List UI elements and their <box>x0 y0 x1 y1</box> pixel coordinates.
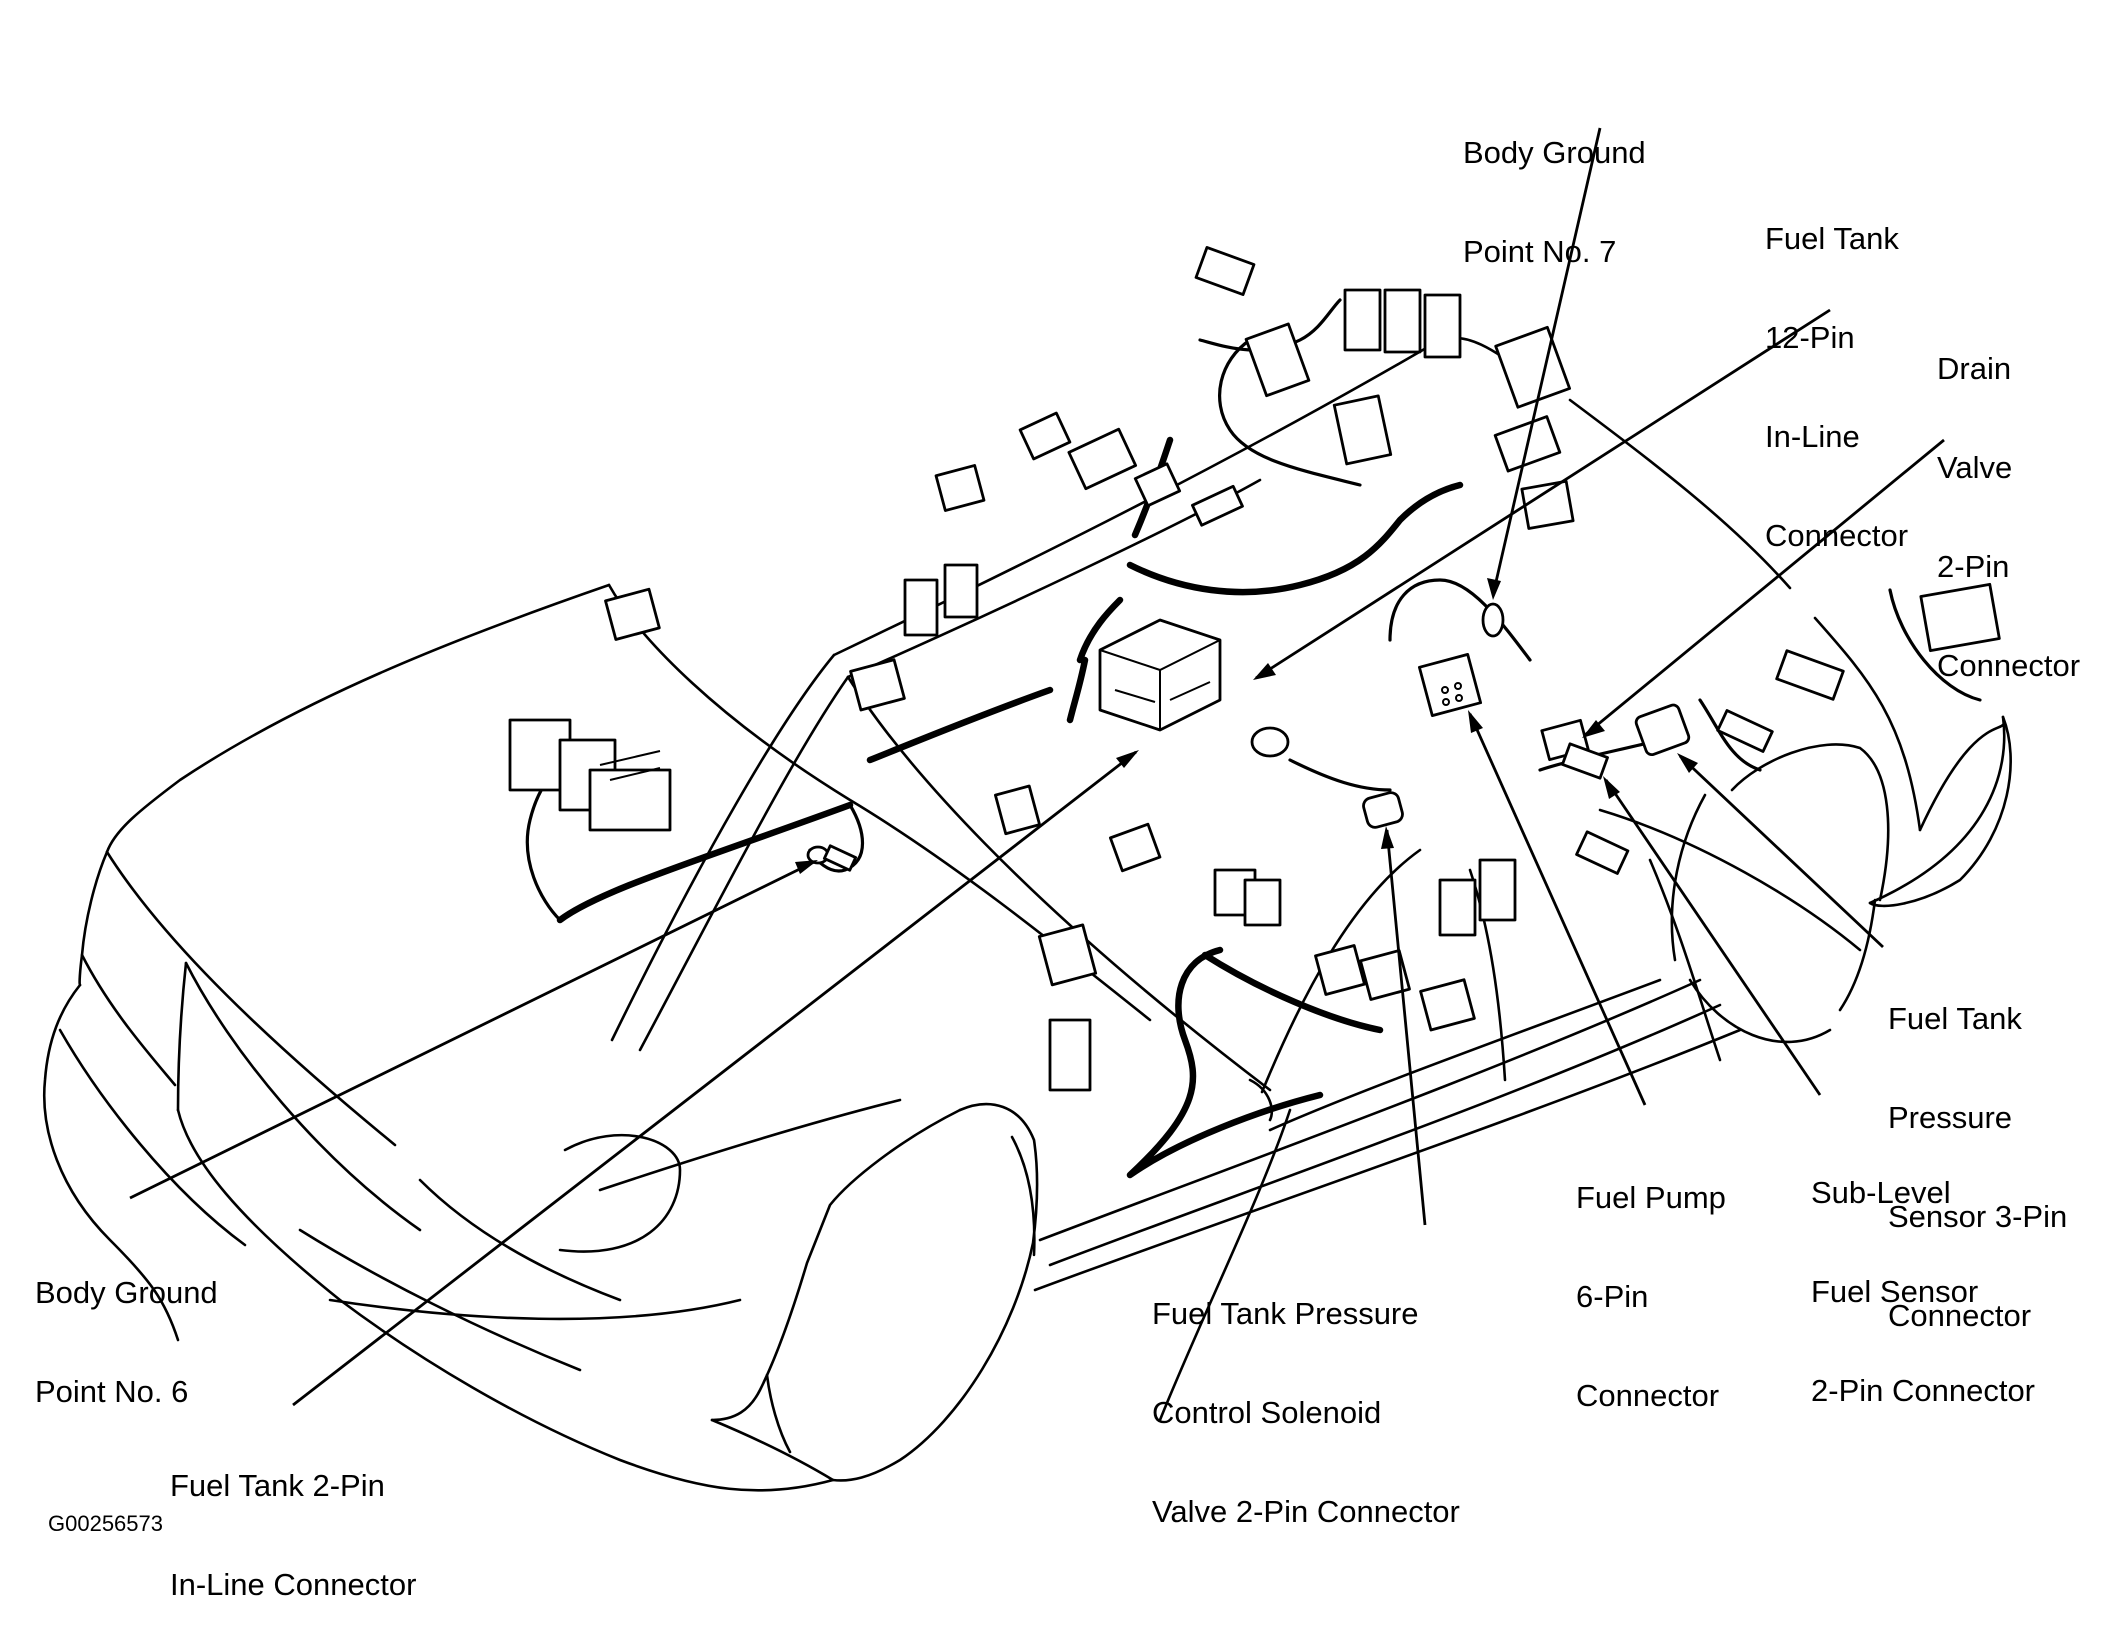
fog-light <box>558 1133 682 1253</box>
label-fuel-tank-pressure-sensor-3-pin-connector: Fuel Tank Pressure Sensor 3-Pin Connecto… <box>1888 1001 2068 1333</box>
door-front-edge <box>1158 1108 1292 1422</box>
leader-pressure-sensor-3-pin <box>1679 754 1884 949</box>
roof-outline <box>832 336 1922 832</box>
leader-body-ground-6 <box>129 860 815 1200</box>
bumper-crease-1 <box>58 1028 247 1247</box>
rear-door-window <box>1648 858 1722 1062</box>
rear-quarter-window <box>1598 808 1862 952</box>
rear-bumper <box>1868 715 2012 908</box>
leader-lines <box>129 127 1945 1407</box>
rear-quarter <box>1868 715 2006 905</box>
fuel-pump-6-pin-connector[interactable] <box>1417 652 1483 718</box>
windshield-bottom <box>846 675 1272 1092</box>
ground-point-7[interactable] <box>1481 602 1505 638</box>
hood-front-crease <box>105 850 397 1147</box>
pressure-sensor-3-pin-connector[interactable] <box>1634 703 1691 757</box>
main-harness-hood <box>556 801 854 924</box>
rocker-panel-upper <box>1038 978 1702 1242</box>
dash-connector-2[interactable] <box>934 464 986 512</box>
label-fuel-tank-pressure-control-solenoid-valve-2-pin-connector: Fuel Tank Pressure Control Solenoid Valv… <box>1152 1296 1460 1529</box>
wire-rear-5 <box>1888 588 1982 702</box>
dash-connector[interactable] <box>849 658 906 712</box>
rear-connector-5[interactable] <box>1575 830 1630 875</box>
bumper-lower <box>176 1108 835 1492</box>
rocker-panel-lower <box>1048 1003 1722 1267</box>
leader-sub-level-sensor <box>1604 779 1822 1096</box>
leader-fuel-pump-6-pin <box>1468 713 1647 1106</box>
label-fuel-pump-6-pin-connector: Fuel Pump 6-Pin Connector <box>1576 1180 1726 1413</box>
ground-grommet[interactable] <box>1250 726 1290 758</box>
solenoid-valve-2-pin-connector[interactable] <box>1362 791 1405 829</box>
sub-level-sensor-2-pin-connector[interactable] <box>1561 742 1609 780</box>
hood-side-line <box>184 961 422 1232</box>
rear-wheel <box>1670 793 1877 1044</box>
bumper-crease-3 <box>418 1178 622 1302</box>
label-body-ground-point-7: Body Ground Point No. 7 <box>1463 135 1646 269</box>
main-harness-cowl <box>866 686 1054 764</box>
label-fuel-tank-12-pin-in-line-connector: Fuel Tank 12-Pin In-Line Connector <box>1765 221 1909 553</box>
ground-point-6[interactable] <box>806 844 858 872</box>
windshield-right <box>1248 1078 1274 1122</box>
rocker-bottom <box>1033 1028 1742 1292</box>
rear-connector-2[interactable] <box>1775 649 1845 701</box>
headlight-line <box>80 953 177 1087</box>
bumper-crease-2 <box>298 1228 582 1372</box>
hood-top-edge <box>105 583 611 854</box>
grille-left <box>78 850 109 987</box>
wire-rear-4 <box>1698 698 1762 772</box>
floor-harness <box>1126 946 1324 1179</box>
rear-connector-1[interactable] <box>1520 479 1575 530</box>
fender-edge <box>598 1098 902 1192</box>
front-wheel-arch <box>710 1108 962 1422</box>
label-body-ground-point-6: Body Ground Point No. 6 <box>35 1275 218 1409</box>
arrowhead-sub-level-sensor <box>1603 776 1620 799</box>
figure-id: G00256573 <box>48 1511 163 1536</box>
arrowhead-solenoid-valve <box>1381 826 1394 849</box>
windshield-left-edge <box>610 653 836 1042</box>
label-sub-level-fuel-sensor-2-pin-connector: Sub-Level Fuel Sensor 2-Pin Connector <box>1811 1175 2036 1408</box>
label-drain-valve-2-pin-connector: Drain Valve 2-Pin Connector <box>1937 351 2081 683</box>
wire-rear-2 <box>1288 758 1392 792</box>
arrowhead-body-ground-6 <box>795 860 818 874</box>
instrument-connector-pair[interactable] <box>903 563 979 637</box>
rear-connector-3[interactable] <box>1919 582 2001 653</box>
wire-roof-2 <box>1218 338 1362 487</box>
harness-to-cluster <box>1066 596 1124 724</box>
leader-fuel-tank-12-pin <box>1255 308 1831 680</box>
arrowhead-fuel-tank-2-pin <box>1116 750 1139 768</box>
rear-connector-4[interactable] <box>1716 709 1774 753</box>
leader-drain-valve <box>1584 438 1945 737</box>
leader-solenoid-valve <box>1385 829 1427 1226</box>
wire-rear-1 <box>1388 578 1532 662</box>
arrowhead-pressure-sensor-3-pin <box>1677 753 1698 773</box>
front-fender-line <box>328 1298 742 1321</box>
arrowhead-body-ground-7 <box>1487 578 1501 600</box>
vehicle-body-outline <box>43 336 2012 1492</box>
rear-wheel-arch <box>1730 743 1890 902</box>
label-fuel-tank-2-pin-in-line-connector: Fuel Tank 2-Pin In-Line Connector <box>170 1468 417 1602</box>
rocker-harness <box>1201 951 1384 1034</box>
arrowhead-fuel-tank-12-pin <box>1253 663 1276 680</box>
arrowhead-drain-valve <box>1582 720 1605 738</box>
front-wheel <box>710 1102 1039 1482</box>
bumper-left <box>43 983 180 1342</box>
door-line-upper <box>1268 978 1662 1132</box>
leader-body-ground-7 <box>1491 127 1602 596</box>
b-pillar <box>1468 868 1507 1082</box>
leader-fuel-tank-2-pin <box>292 750 1137 1407</box>
grille-vertical <box>176 961 188 1112</box>
front-tire-inner <box>765 1135 1036 1454</box>
fuel-tank-12-pin-connector-block[interactable] <box>1098 618 1222 732</box>
arrowhead-fuel-pump-6-pin <box>1468 710 1483 733</box>
hood-connector-cluster[interactable] <box>508 718 672 832</box>
door-connectors[interactable] <box>994 784 1517 1092</box>
roof-harness <box>1126 481 1464 596</box>
cowl-connector-left[interactable] <box>604 587 661 641</box>
